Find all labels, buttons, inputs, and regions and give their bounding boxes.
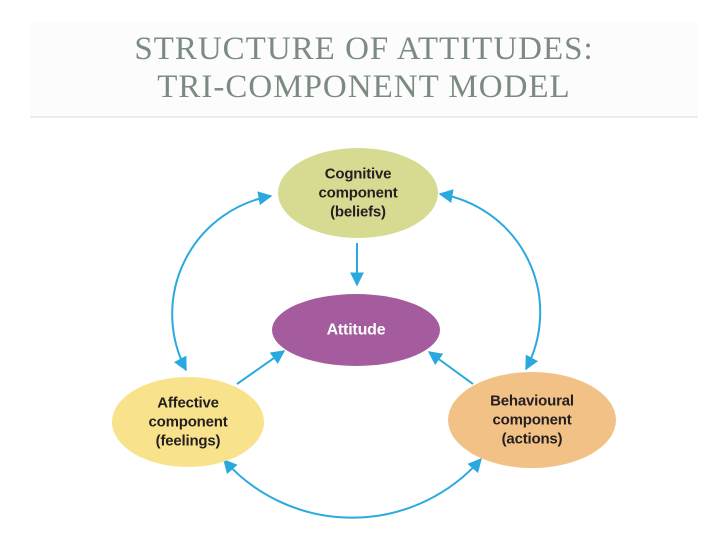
arrow-affective-cognitive bbox=[171, 191, 273, 372]
affective-node-ellipse bbox=[112, 377, 264, 467]
arrow-behavioural-attitude bbox=[427, 351, 474, 385]
slide-title-line-1: STRUCTURE OF ATTITUDES: bbox=[134, 31, 594, 67]
attitude-node-ellipse bbox=[272, 294, 440, 366]
arrow-cognitive-behavioural bbox=[438, 189, 542, 371]
title-wrap: STRUCTURE OF ATTITUDES: TRI-COMPONENT MO… bbox=[30, 22, 698, 106]
slide-title-line-2: TRI-COMPONENT MODEL bbox=[157, 69, 571, 105]
arrow-affective-attitude bbox=[236, 350, 286, 385]
behavioural-node-ellipse bbox=[448, 372, 616, 468]
cognitive-node-ellipse bbox=[278, 148, 438, 238]
title-block: STRUCTURE OF ATTITUDES: TRI-COMPONENT MO… bbox=[30, 22, 698, 118]
arrow-affective-behavioural bbox=[223, 457, 482, 519]
